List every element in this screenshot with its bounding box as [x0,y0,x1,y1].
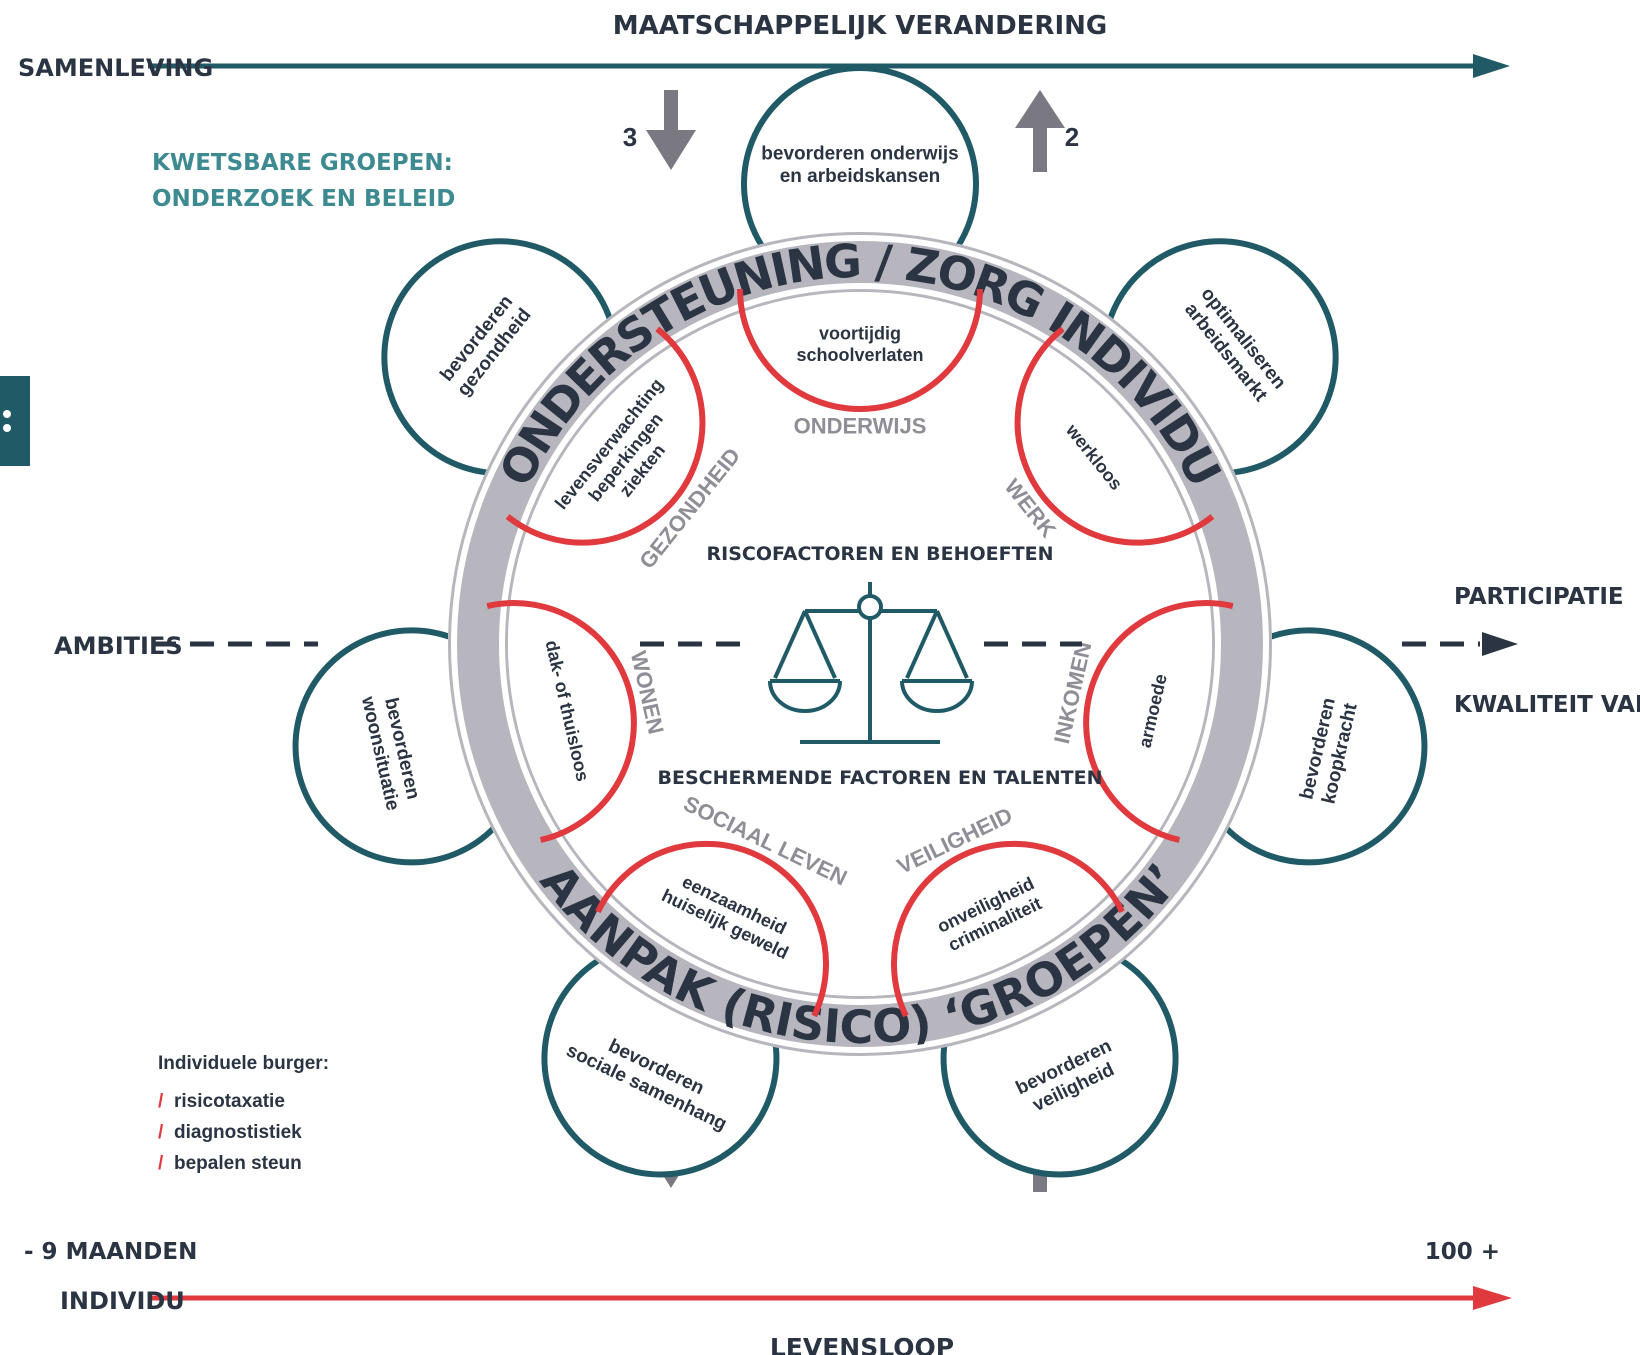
ring-inner-edge [499,283,1221,1005]
vulnerable-groups-line2: ONDERZOEK EN BELEID [152,186,455,212]
age-end-label: 100 + [1425,1239,1500,1265]
risk-arc [891,840,1125,1018]
arrow-down-icon [664,90,678,136]
risk-arc [486,600,637,843]
domain-label: ONDERWIJS [794,414,927,439]
risk-arc [1014,326,1215,546]
ambitions-label: AMBITIES [54,632,183,660]
bottom-axis-title: LEVENSLOOP [770,1333,954,1355]
arrow-up-head [1015,90,1065,128]
arrow-down-head [646,130,696,170]
risk-factors-label: RISCOFACTOREN EN BEHOEFTEN [707,543,1054,565]
risk-arc [1083,600,1234,843]
menu-dot-icon [3,410,11,418]
vulnerable-groups-line1: KWETSBARE GROEPEN: [152,150,453,176]
individual-title: Individuele burger: [158,1053,329,1074]
list-item: diagnostistiek [174,1122,302,1143]
side-menu-tab[interactable] [0,376,30,466]
list-marker: / [158,1122,164,1143]
top-axis-title: MAATSCHAPPELIJK VERANDERING [613,11,1107,41]
quality-of-life-label: KWALITEIT VAN LEVEN [1454,692,1640,718]
protective-factors-label: BESCHERMENDE FACTOREN EN TALENTEN [658,767,1103,789]
bottom-axis-left-label: INDIVIDU [60,1287,185,1315]
inner-disc [508,292,1212,996]
arrow-up-icon [1033,122,1047,172]
step-arrow-2: 2 [1015,90,1079,172]
age-start-label: - 9 MAANDEN [24,1239,197,1265]
risk-arc [737,288,983,412]
list-marker: / [158,1153,164,1174]
individual-list: / risicotaxatie / diagnostistiek / bepal… [158,1091,302,1174]
society-axis-arrowhead [1473,54,1510,78]
scales-icon [768,582,974,744]
grey-ring [448,232,1272,1056]
lifecourse-axis-arrowhead [1473,1286,1512,1310]
step-arrow-3: 3 [623,90,696,170]
top-axis-left-label: SAMENLEVING [18,54,213,82]
risk-arc [595,841,829,1018]
step-number: 3 [623,122,637,152]
menu-dot-icon [3,424,11,432]
risk-arc [505,326,706,546]
participation-label: PARTICIPATIE [1454,584,1624,610]
participation-arrowhead [1482,632,1518,656]
step-number: 2 [1065,122,1079,152]
list-item: bepalen steun [174,1153,302,1174]
list-item: risicotaxatie [174,1091,285,1112]
list-marker: / [158,1091,164,1112]
ring-outer-edge [451,235,1269,1053]
